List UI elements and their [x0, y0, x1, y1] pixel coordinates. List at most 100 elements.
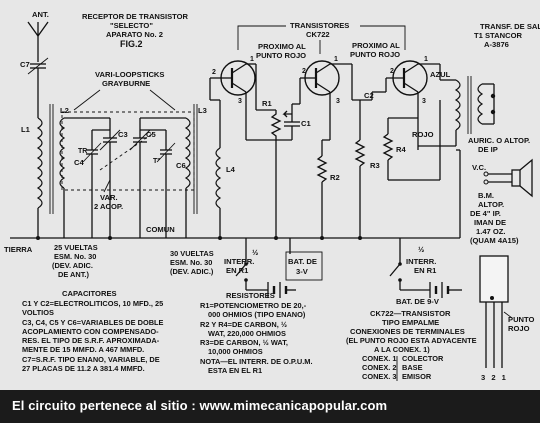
q2-pin3-label: 3 — [336, 98, 340, 105]
title-line4: FIG.2 — [120, 39, 143, 49]
var-label-2: 2 ACOP. — [94, 202, 123, 211]
q2-pin1-label: 1 — [334, 56, 338, 63]
l4-label: L4 — [226, 165, 236, 174]
c6-label: C6 — [176, 161, 186, 170]
auric-label-2: DE IP — [478, 145, 498, 154]
near-red-2-line1: PROXIMO AL — [352, 41, 400, 50]
c1-label: C1 — [301, 119, 311, 128]
l2-label: L2 — [60, 106, 69, 115]
coil-left-line1: 25 VUELTAS — [54, 243, 98, 252]
capacitors-line-8: 27 PLACAS DE 11.2 A 381.4 MMFD. — [22, 364, 145, 373]
potentiometer-r1 — [270, 110, 292, 238]
near-red-2-line2: PUNTO ROJO — [350, 50, 400, 59]
c2-label: C2 — [364, 91, 374, 100]
c3-label: C3 — [118, 130, 128, 139]
bat3-line1: BAT. DE — [288, 257, 317, 266]
capacitor-c5-c6 — [129, 117, 186, 188]
bat9-label: BAT. DE 9-V — [396, 297, 440, 306]
tr-label: TR — [78, 148, 87, 155]
resistors-line-4: WAT, 220,000 OHMIOS — [208, 329, 286, 338]
capacitor-c1 — [284, 103, 300, 140]
terminals-line-3: (EL PUNTO ROJO ESTA ADYACENTE — [346, 336, 477, 345]
speaker-label-4: IMAN DE — [474, 218, 506, 227]
q3-pin2-label: 2 — [390, 68, 394, 75]
speaker-label-2: ALTOP. — [478, 200, 504, 209]
l3-label: L3 — [198, 106, 207, 115]
antenna-symbol — [27, 21, 49, 62]
q3-pin3-label: 3 — [422, 98, 426, 105]
battery-9v — [429, 282, 462, 298]
r1-label: R1 — [262, 99, 272, 108]
resistors-line-2: 000 OHMIOS (TIPO ENANO) — [208, 310, 306, 319]
terminal-row-1-value: COLECTOR — [402, 354, 444, 363]
capacitors-line-7: C7=S.R.F. TIPO ENANO, VARIABLE, DE — [22, 355, 160, 364]
gang-coupling — [99, 133, 153, 171]
resistors-line-7: NOTA—EL INTERR. DE O.P.U.M. — [200, 357, 313, 366]
battery-3v — [267, 282, 296, 298]
coil-l1 — [36, 104, 43, 238]
title-line1: RECEPTOR DE TRANSISTOR — [82, 12, 189, 21]
output-transformer — [418, 76, 495, 147]
coil-right-line2: ESM. No. 30 — [170, 258, 212, 267]
coil-right-line3: (DEV. ADIC.) — [170, 267, 214, 276]
resistor-r4 — [382, 117, 418, 181]
title-line2: "SELECTO" — [110, 21, 153, 30]
comun-label: COMUN — [146, 225, 175, 234]
terminals-heading: CONEXIONES DE TERMINALES — [350, 327, 465, 336]
c7-label: C7 — [20, 60, 30, 69]
terminal-row-3-name: CONEX. 3 — [362, 372, 397, 381]
c4-label: C4 — [74, 158, 84, 167]
interr2-line1: INTERR. — [406, 257, 436, 266]
resistor-r2 — [316, 139, 330, 238]
q2-pin2-label: 2 — [302, 68, 306, 75]
resistors-line-1: R1=POTENCIOMETRO DE 20,- — [200, 301, 307, 310]
transistor-q1 — [209, 60, 256, 104]
ground-bus — [10, 149, 461, 264]
transf-label-2: T1 STANCOR — [474, 31, 522, 40]
r2-label: R2 — [330, 173, 340, 182]
capacitors-line-3: C3, C4, C5 Y C6=VARIABLES DE DOBLE — [22, 318, 164, 327]
speaker-label-6: (QUAM 4A15) — [470, 236, 519, 245]
title-line3: APARATO No. 2 — [106, 30, 163, 39]
punto-rojo-line2: ROJO — [508, 324, 530, 333]
near-red-1-line1: PROXIMO AL — [258, 42, 306, 51]
q3-pin1-label: 1 — [424, 56, 428, 63]
terminal-row-2-name: CONEX. 2 — [362, 363, 397, 372]
tr2-label: T" — [153, 158, 161, 165]
capacitor-c2 — [359, 91, 386, 104]
capacitor-c7 — [27, 57, 49, 104]
resistors-line-8: ESTA EN EL R1 — [208, 366, 262, 375]
interr2-line2: EN R1 — [414, 266, 437, 275]
azul-label: AZUL — [430, 70, 451, 79]
transistors-label-2: CK722 — [306, 30, 330, 39]
loopsticks-label-2: GRAYBURNE — [102, 79, 150, 88]
terminal-row-3-value: EMISOR — [402, 372, 432, 381]
coil-right-line1: 30 VUELTAS — [170, 249, 214, 258]
capacitors-heading: CAPACITORES — [62, 289, 117, 298]
tierra-label: TIERRA — [4, 245, 33, 254]
punto-rojo-line1: PUNTO — [508, 315, 535, 324]
capacitors-line-5: RES. EL TIPO DE S.R.F. APROXIMADA- — [22, 336, 160, 345]
var-label-1: VAR. — [100, 193, 118, 202]
terminals-line-1: CK722—TRANSISTOR — [370, 309, 451, 318]
speaker-icon — [483, 158, 533, 198]
transf-label-3: A-3876 — [484, 40, 509, 49]
q1-pin1-label: 1 — [250, 56, 254, 63]
vc-label: V.C. — [472, 163, 486, 172]
terminal-row-2-value: BASE — [402, 363, 423, 372]
capacitors-line-6: MENTE DE 15 MMFD. A 467 MMFD. — [22, 345, 144, 354]
half-1-label: ½ — [252, 248, 258, 257]
coil-left-line3: (DEV. ADIC. — [52, 261, 93, 270]
transistors-label-1: TRANSISTORES — [290, 21, 349, 30]
auric-label-1: AURIC. O ALTOP. — [468, 136, 530, 145]
l1-label: L1 — [21, 125, 31, 134]
signal-wiring — [210, 64, 441, 181]
rojo-label: ROJO — [412, 130, 434, 139]
q1-pin2-label: 2 — [212, 69, 216, 76]
circuit-schematic: RECEPTOR DE TRANSISTOR "SELECTO" APARATO… — [4, 10, 540, 382]
footer-credit: El circuito pertenece al sitio : www.mim… — [12, 398, 388, 413]
coil-left-line2: ESM. No. 30 — [54, 252, 96, 261]
capacitors-line-4: ACOPLAMIENTO CON COMPENSADO- — [22, 327, 159, 336]
resistors-line-3: R2 Y R4=DE CARBON, ½ — [200, 320, 287, 329]
